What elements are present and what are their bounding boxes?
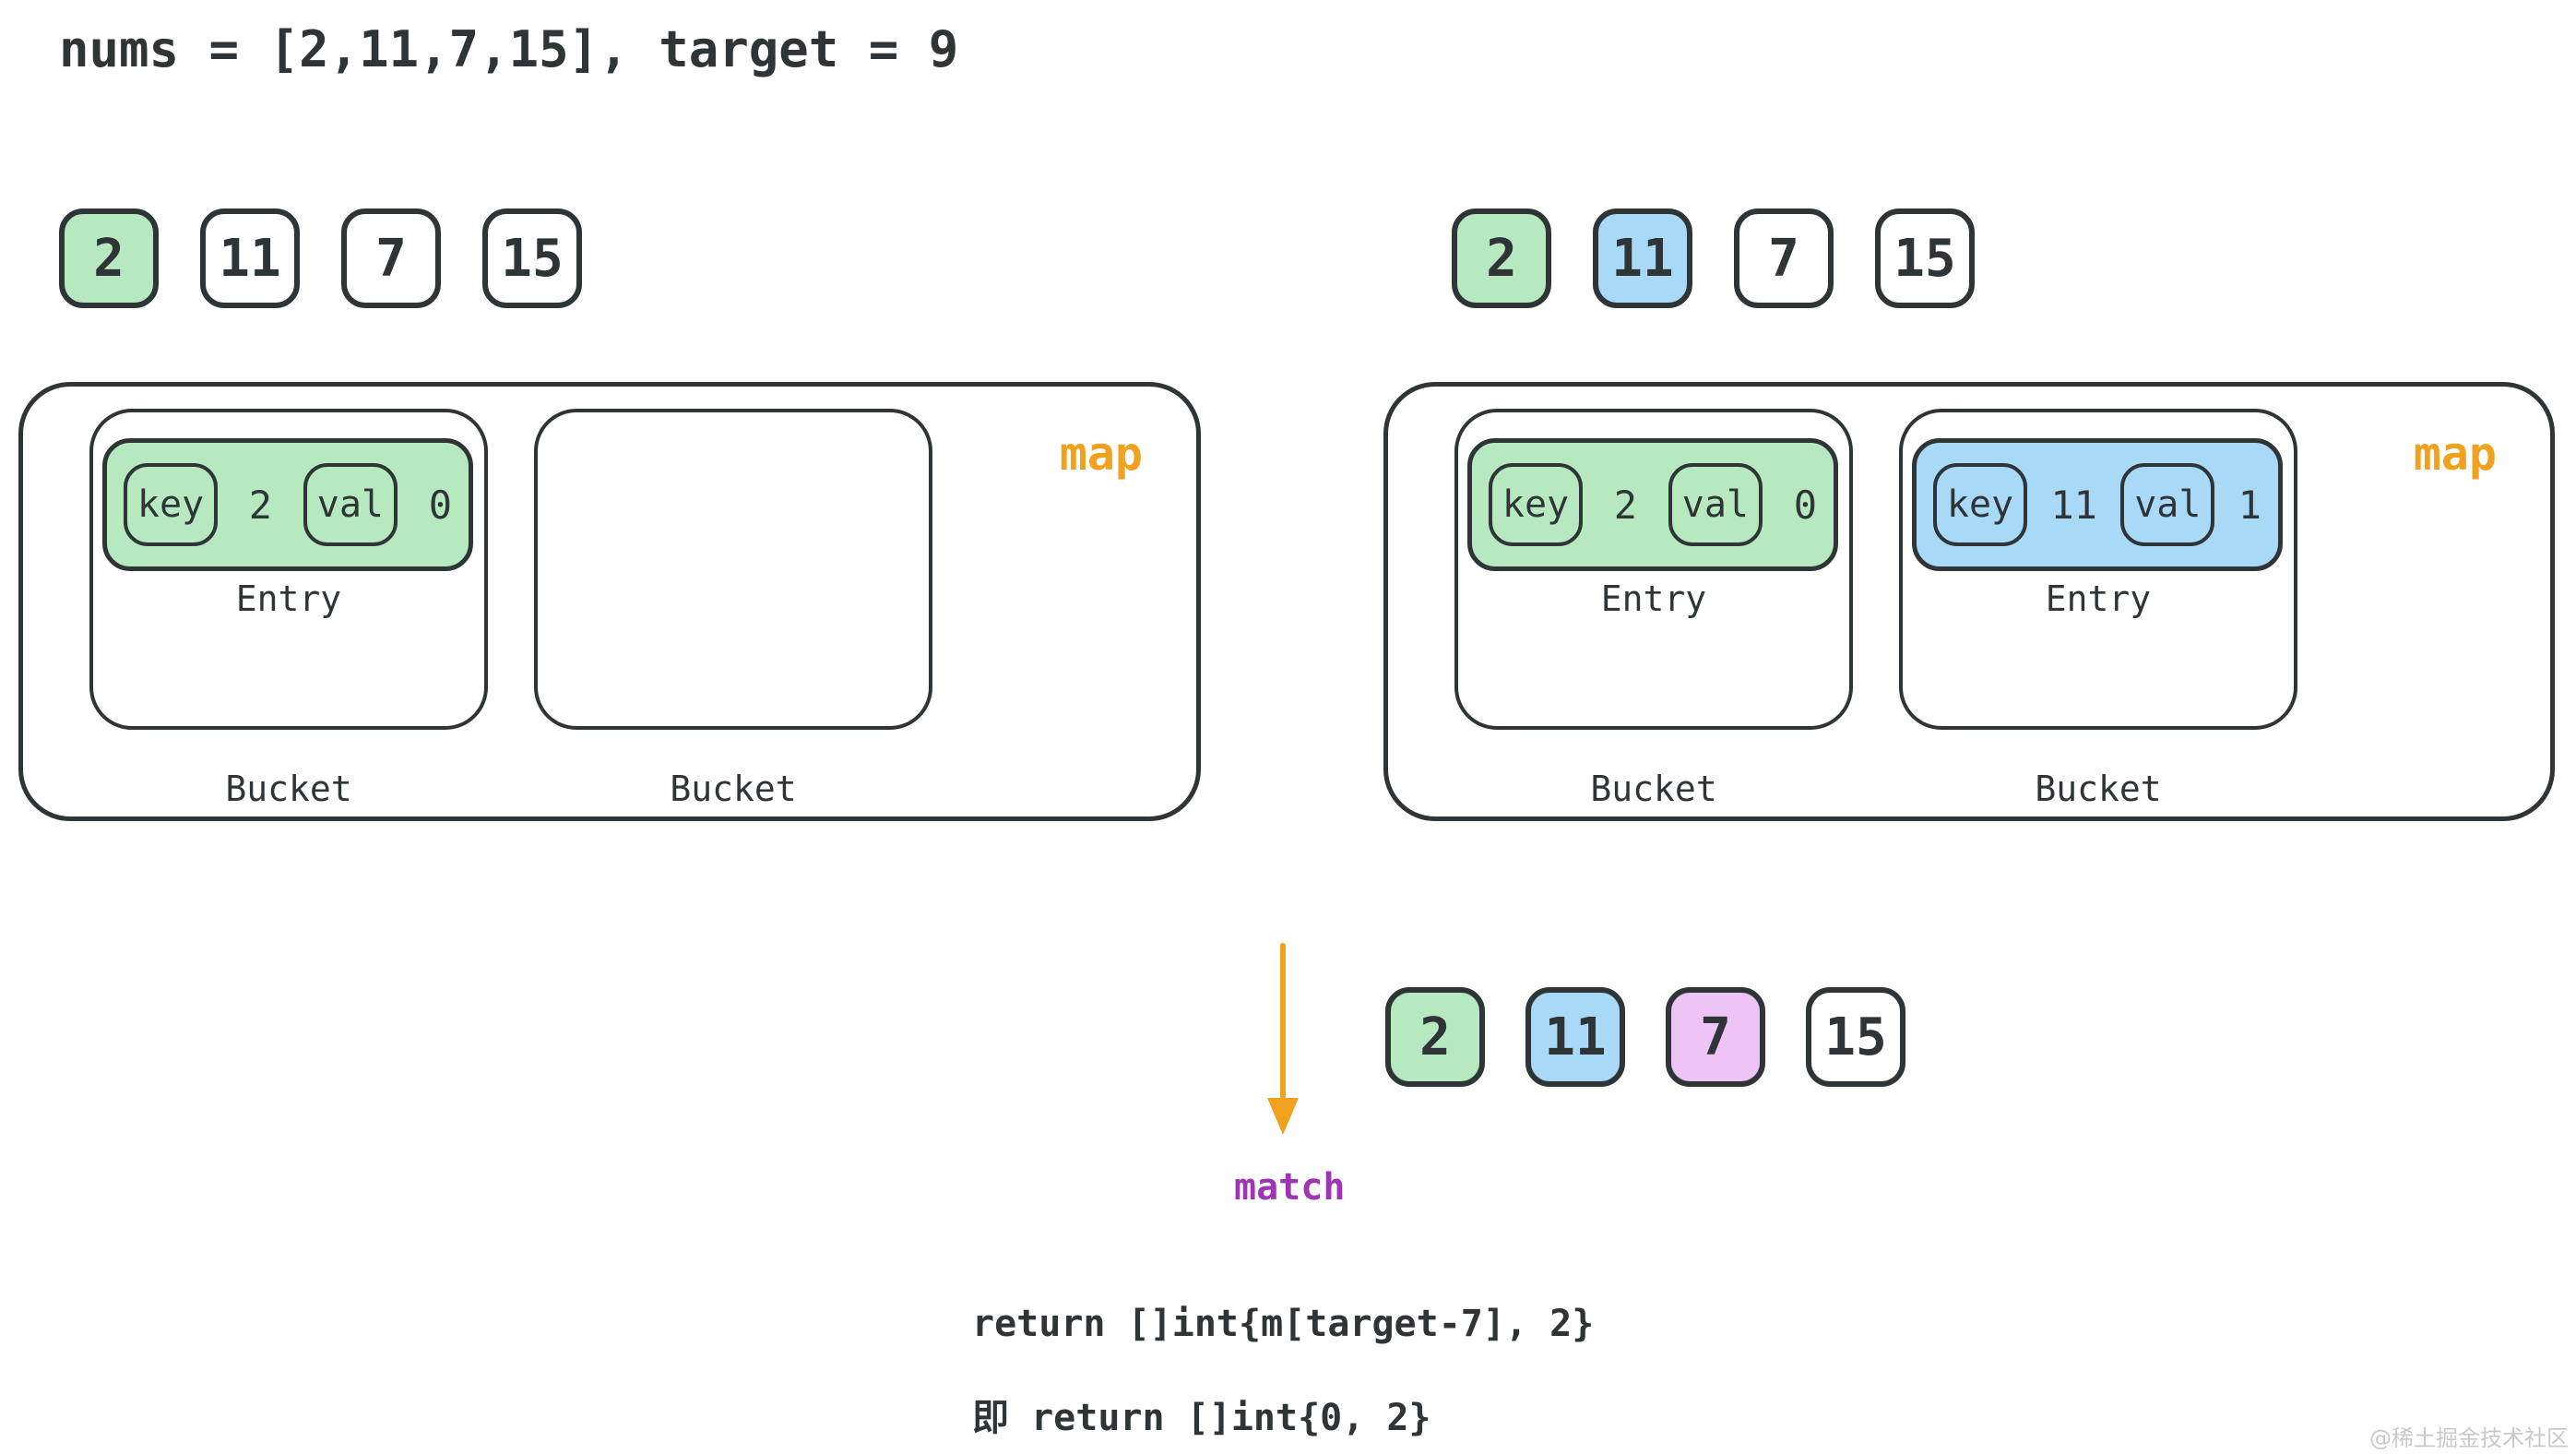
bucket: key 11 val 1 Entry: [1899, 409, 2297, 730]
bucket-empty: [534, 409, 932, 730]
array-cell: 11: [1593, 209, 1692, 308]
code-line-2: 即 return []int{0, 2}: [972, 1397, 1431, 1439]
down-arrow-icon: [1267, 943, 1299, 1135]
bucket: key 2 val 0 Entry: [1454, 409, 1853, 730]
val-box: val: [1668, 463, 1763, 546]
bucket-label: Bucket: [225, 769, 352, 809]
key-box: key: [1933, 463, 2027, 546]
val-value: 1: [2238, 482, 2261, 528]
array-cell: 11: [1525, 987, 1625, 1087]
array-cell: 7: [1666, 987, 1765, 1087]
bucket-label: Bucket: [670, 769, 797, 809]
watermark: @稀土掘金技术社区: [2369, 1425, 2569, 1451]
array-cell: 2: [59, 209, 159, 308]
map-container-right: map key 2 val 0 Entry key 11 val 1 Entry…: [1383, 382, 2555, 821]
entry-label: Entry: [1600, 578, 1707, 619]
right-array-row: 2 11 7 15: [1452, 209, 1975, 308]
bucket: key 2 val 0 Entry: [89, 409, 488, 730]
key-box: key: [1489, 463, 1583, 546]
result-array-row: 2 11 7 15: [1385, 987, 1905, 1087]
entry-box: key 2 val 0: [102, 438, 473, 571]
array-cell: 7: [341, 209, 441, 308]
val-value: 0: [428, 482, 452, 528]
val-box: val: [2120, 463, 2215, 546]
code-line-1: return []int{m[target-7], 2}: [972, 1303, 1595, 1345]
page-title: nums = [2,11,7,15], target = 9: [59, 20, 959, 78]
key-value: 2: [1613, 482, 1638, 528]
array-cell: 2: [1385, 987, 1485, 1087]
val-box: val: [303, 463, 398, 546]
array-cell: 15: [1806, 987, 1905, 1087]
map-container-left: map key 2 val 0 Entry Bucket Bucket: [18, 382, 1201, 821]
bucket-label: Bucket: [2035, 769, 2162, 809]
array-cell: 11: [200, 209, 300, 308]
val-value: 0: [1793, 482, 1817, 528]
map-label: map: [1059, 427, 1143, 481]
array-cell: 2: [1452, 209, 1551, 308]
match-label: match: [1234, 1166, 1346, 1209]
map-label: map: [2413, 427, 2497, 481]
left-array-row: 2 11 7 15: [59, 209, 582, 308]
bucket-label: Bucket: [1590, 769, 1717, 809]
arrow-line: [1280, 943, 1286, 1100]
entry-label: Entry: [235, 578, 342, 619]
entry-label: Entry: [2045, 578, 2152, 619]
key-box: key: [124, 463, 218, 546]
entry-box: key 2 val 0: [1467, 438, 1838, 571]
key-value: 11: [2050, 482, 2097, 528]
key-value: 2: [248, 482, 273, 528]
arrow-head: [1267, 1098, 1299, 1135]
entry-box: key 11 val 1: [1912, 438, 2283, 571]
array-cell: 7: [1734, 209, 1834, 308]
array-cell: 15: [1875, 209, 1975, 308]
array-cell: 15: [482, 209, 582, 308]
